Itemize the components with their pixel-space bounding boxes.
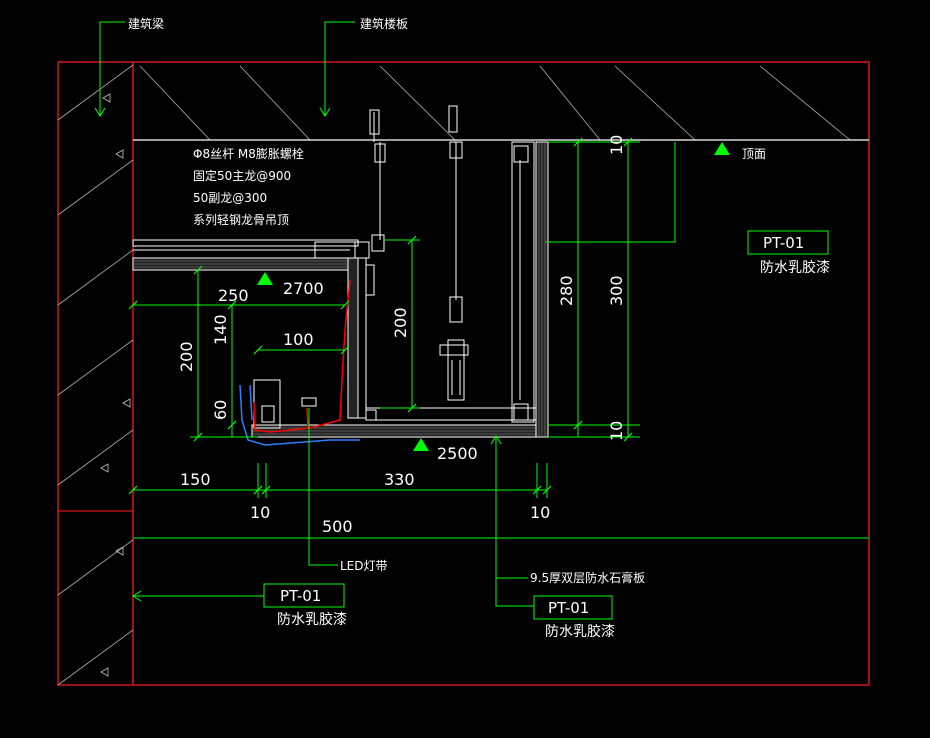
top-mark-label: 顶面 <box>742 147 766 161</box>
dimension-lines <box>133 141 869 539</box>
upper-ceiling-board <box>132 239 370 271</box>
wall-hatch-triangles <box>100 93 131 677</box>
right-bulkhead <box>511 141 549 438</box>
tag-desc-bottom: 防水乳胶漆 <box>545 623 615 640</box>
tag-code-left: PT-01 <box>280 587 321 605</box>
board-hatch <box>133 260 358 268</box>
elevation-marker-upper <box>257 272 273 285</box>
top-label-leaders <box>99 21 355 115</box>
note-line-4: 系列轻钢龙骨吊顶 <box>193 213 289 227</box>
hanger-rod-1 <box>369 109 386 252</box>
tag-desc-right: 防水乳胶漆 <box>760 259 830 276</box>
pocket-vertical-board <box>347 257 367 419</box>
led-wire-blue <box>239 384 360 446</box>
elevation-upper: 2700 <box>283 279 324 298</box>
dim-300: 300 <box>607 275 626 306</box>
bulkhead-hatch <box>538 142 546 437</box>
dim-140: 140 <box>211 314 230 345</box>
dim-60: 60 <box>211 400 230 420</box>
dim-100: 100 <box>283 330 314 349</box>
led-wire-blue-2 <box>249 384 253 421</box>
dim-200-left: 200 <box>177 341 196 372</box>
tag-box-left <box>263 583 345 608</box>
dim-10-bot: 10 <box>607 421 626 441</box>
dim-10-b: 10 <box>530 503 550 522</box>
gypsum-board-label: 9.5厚双层防水石膏板 <box>530 570 645 585</box>
wall-hatch <box>57 64 134 686</box>
gypsum-leader <box>495 437 528 579</box>
dimension-ticks <box>128 137 633 495</box>
led-leader <box>308 408 338 566</box>
dim-250: 250 <box>218 286 249 305</box>
note-line-3: 50副龙@300 <box>193 191 267 205</box>
drawing-frame <box>57 61 870 686</box>
dim-280: 280 <box>557 275 576 306</box>
slab-hatch <box>139 65 851 141</box>
dim-500: 500 <box>322 517 353 536</box>
tag-arrow-left <box>132 590 142 602</box>
gypsum-tag-leader <box>495 578 534 607</box>
building-beam-label: 建筑梁 <box>128 16 164 31</box>
tag-desc-left: 防水乳胶漆 <box>277 611 347 628</box>
elevation-marker-lower <box>413 438 429 451</box>
elevation-lower: 2500 <box>437 444 478 463</box>
dim-150: 150 <box>180 470 211 489</box>
tag-box-right <box>747 230 829 255</box>
dim-10-a: 10 <box>250 503 270 522</box>
dim-200-mid: 200 <box>391 307 410 338</box>
dim-10-top: 10 <box>607 135 626 155</box>
hanger-rod-2 <box>439 105 469 401</box>
top-label-arrows <box>94 107 331 117</box>
tag-code-right: PT-01 <box>763 234 804 252</box>
led-wire-red <box>253 279 351 433</box>
note-line-1: Φ8丝杆 M8膨胀螺栓 <box>193 146 304 161</box>
tag-box-bottom <box>533 595 613 620</box>
elevation-marker-top <box>714 142 730 155</box>
note-line-2: 固定50主龙@900 <box>193 168 291 183</box>
tag-code-bottom: PT-01 <box>548 599 589 617</box>
building-slab-label: 建筑楼板 <box>360 16 408 31</box>
led-strip-label: LED灯带 <box>340 559 388 573</box>
led-wire-red-2 <box>306 407 309 429</box>
lower-ceiling-board <box>251 407 548 438</box>
gypsum-leader-arrow <box>490 435 502 445</box>
lower-board-hatch <box>252 427 547 435</box>
dim-330: 330 <box>384 470 415 489</box>
